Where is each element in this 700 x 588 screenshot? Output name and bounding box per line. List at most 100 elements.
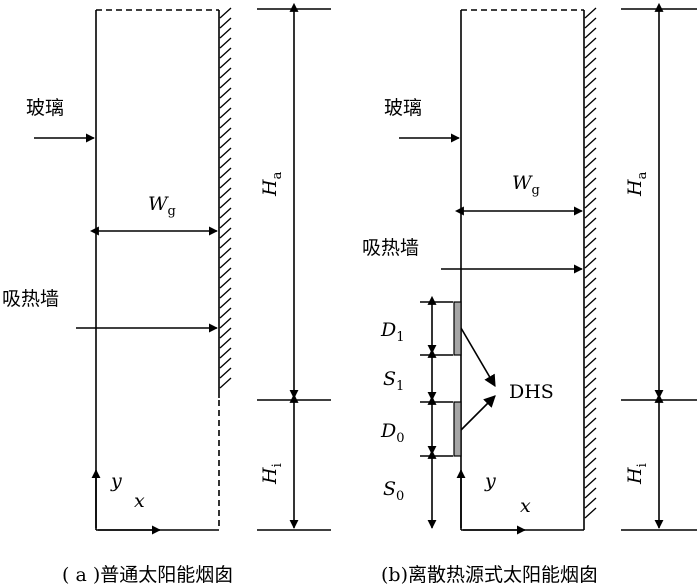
width-label-a: Wg xyxy=(148,193,176,219)
hatch-mark xyxy=(584,177,597,189)
hatch-mark xyxy=(219,167,232,179)
hatch-mark xyxy=(584,247,597,259)
hatch-mark xyxy=(219,257,232,269)
svg-text:Ha: Ha xyxy=(624,171,650,197)
hatch-mark xyxy=(584,487,597,499)
hatch-mark xyxy=(219,367,232,379)
hatch-mark xyxy=(219,7,232,19)
hatch-mark xyxy=(219,147,232,159)
glass-label-b: 玻璃 xyxy=(384,97,422,119)
panel-a-text: 玻璃 吸热墙 Wg Ha Hi y x ( a )普通太阳能烟囱 xyxy=(2,97,285,586)
hatch-mark xyxy=(584,437,597,449)
hatch-mark xyxy=(584,67,597,79)
svg-text:Hi: Hi xyxy=(624,463,650,485)
hatch-mark xyxy=(219,187,232,199)
svg-text:Ha: Ha xyxy=(259,171,285,197)
hatch-mark xyxy=(584,7,597,19)
hatch-mark xyxy=(219,207,232,219)
hatch-mark xyxy=(584,477,597,489)
hatch-mark xyxy=(584,167,597,179)
absorber-label-a: 吸热墙 xyxy=(2,288,59,310)
svg-text:Hi: Hi xyxy=(259,463,285,485)
hatch-mark xyxy=(219,277,232,289)
ha-label-b: Ha xyxy=(624,171,650,197)
hatch-mark xyxy=(584,447,597,459)
hatch-mark xyxy=(584,337,597,349)
hatch-mark xyxy=(584,267,597,279)
hatch-mark xyxy=(219,337,232,349)
hatch-mark xyxy=(584,147,597,159)
hatch-mark xyxy=(219,347,232,359)
hatch-mark xyxy=(219,317,232,329)
dhs-label: DHS xyxy=(509,381,554,403)
hatch-mark xyxy=(219,157,232,169)
hatch-mark xyxy=(584,127,597,139)
hatch-mark xyxy=(219,327,232,339)
hatch-a xyxy=(219,7,232,389)
hatch-mark xyxy=(584,257,597,269)
hatch-mark xyxy=(584,187,597,199)
dhs-pointer-lower xyxy=(460,395,496,431)
hatch-mark xyxy=(219,237,232,249)
absorber-label-b: 吸热墙 xyxy=(362,237,419,259)
hatch-mark xyxy=(584,347,597,359)
hatch-mark xyxy=(584,387,597,399)
hatch-mark xyxy=(584,37,597,49)
hatch-mark xyxy=(584,57,597,69)
hatch-mark xyxy=(219,227,232,239)
heat-source-upper xyxy=(453,301,462,356)
hatch-mark xyxy=(584,217,597,229)
hatch-mark xyxy=(584,397,597,409)
x-axis-label-b: x xyxy=(520,495,531,517)
hatch-mark xyxy=(219,287,232,299)
hatch-mark xyxy=(219,27,232,39)
hi-label-b: Hi xyxy=(624,463,650,485)
hatch-mark xyxy=(219,117,232,129)
hatch-mark xyxy=(584,27,597,39)
hi-label-a: Hi xyxy=(259,463,285,485)
y-axis-label-a: y xyxy=(110,470,122,492)
hatch-mark xyxy=(219,107,232,119)
caption-b: (b)离散热源式太阳能烟囱 xyxy=(381,564,598,586)
hatch-mark xyxy=(584,497,597,509)
hatch-mark xyxy=(584,107,597,119)
hatch-mark xyxy=(219,307,232,319)
hatch-mark xyxy=(219,87,232,99)
hatch-mark xyxy=(584,307,597,319)
hatch-mark xyxy=(584,157,597,169)
heat-source-lower xyxy=(453,401,462,457)
hatch-mark xyxy=(219,377,232,389)
hatch-mark xyxy=(584,297,597,309)
hatch-mark xyxy=(219,177,232,189)
hatch-mark xyxy=(219,57,232,69)
hatch-mark xyxy=(584,137,597,149)
hatch-mark xyxy=(219,77,232,89)
hatch-mark xyxy=(584,277,597,289)
width-label-b: Wg xyxy=(512,172,540,198)
hatch-mark xyxy=(584,407,597,419)
hatch-mark xyxy=(219,67,232,79)
s1-label: S1 xyxy=(383,368,404,394)
hatch-mark xyxy=(584,327,597,339)
hatch-mark xyxy=(219,17,232,29)
hatch-mark xyxy=(219,217,232,229)
hatch-mark xyxy=(584,87,597,99)
hatch-b xyxy=(584,7,597,519)
hatch-mark xyxy=(584,117,597,129)
hatch-mark xyxy=(219,297,232,309)
d1-label: D1 xyxy=(380,319,405,345)
hatch-mark xyxy=(584,97,597,109)
hatch-mark xyxy=(219,357,232,369)
s0-label: S0 xyxy=(383,478,404,504)
hatch-mark xyxy=(219,197,232,209)
hatch-mark xyxy=(584,77,597,89)
hatch-mark xyxy=(584,17,597,29)
hatch-mark xyxy=(584,427,597,439)
hatch-mark xyxy=(584,317,597,329)
hatch-mark xyxy=(219,247,232,259)
hatch-mark xyxy=(584,377,597,389)
hatch-mark xyxy=(584,237,597,249)
d0-label: D0 xyxy=(380,420,405,446)
hatch-mark xyxy=(584,417,597,429)
